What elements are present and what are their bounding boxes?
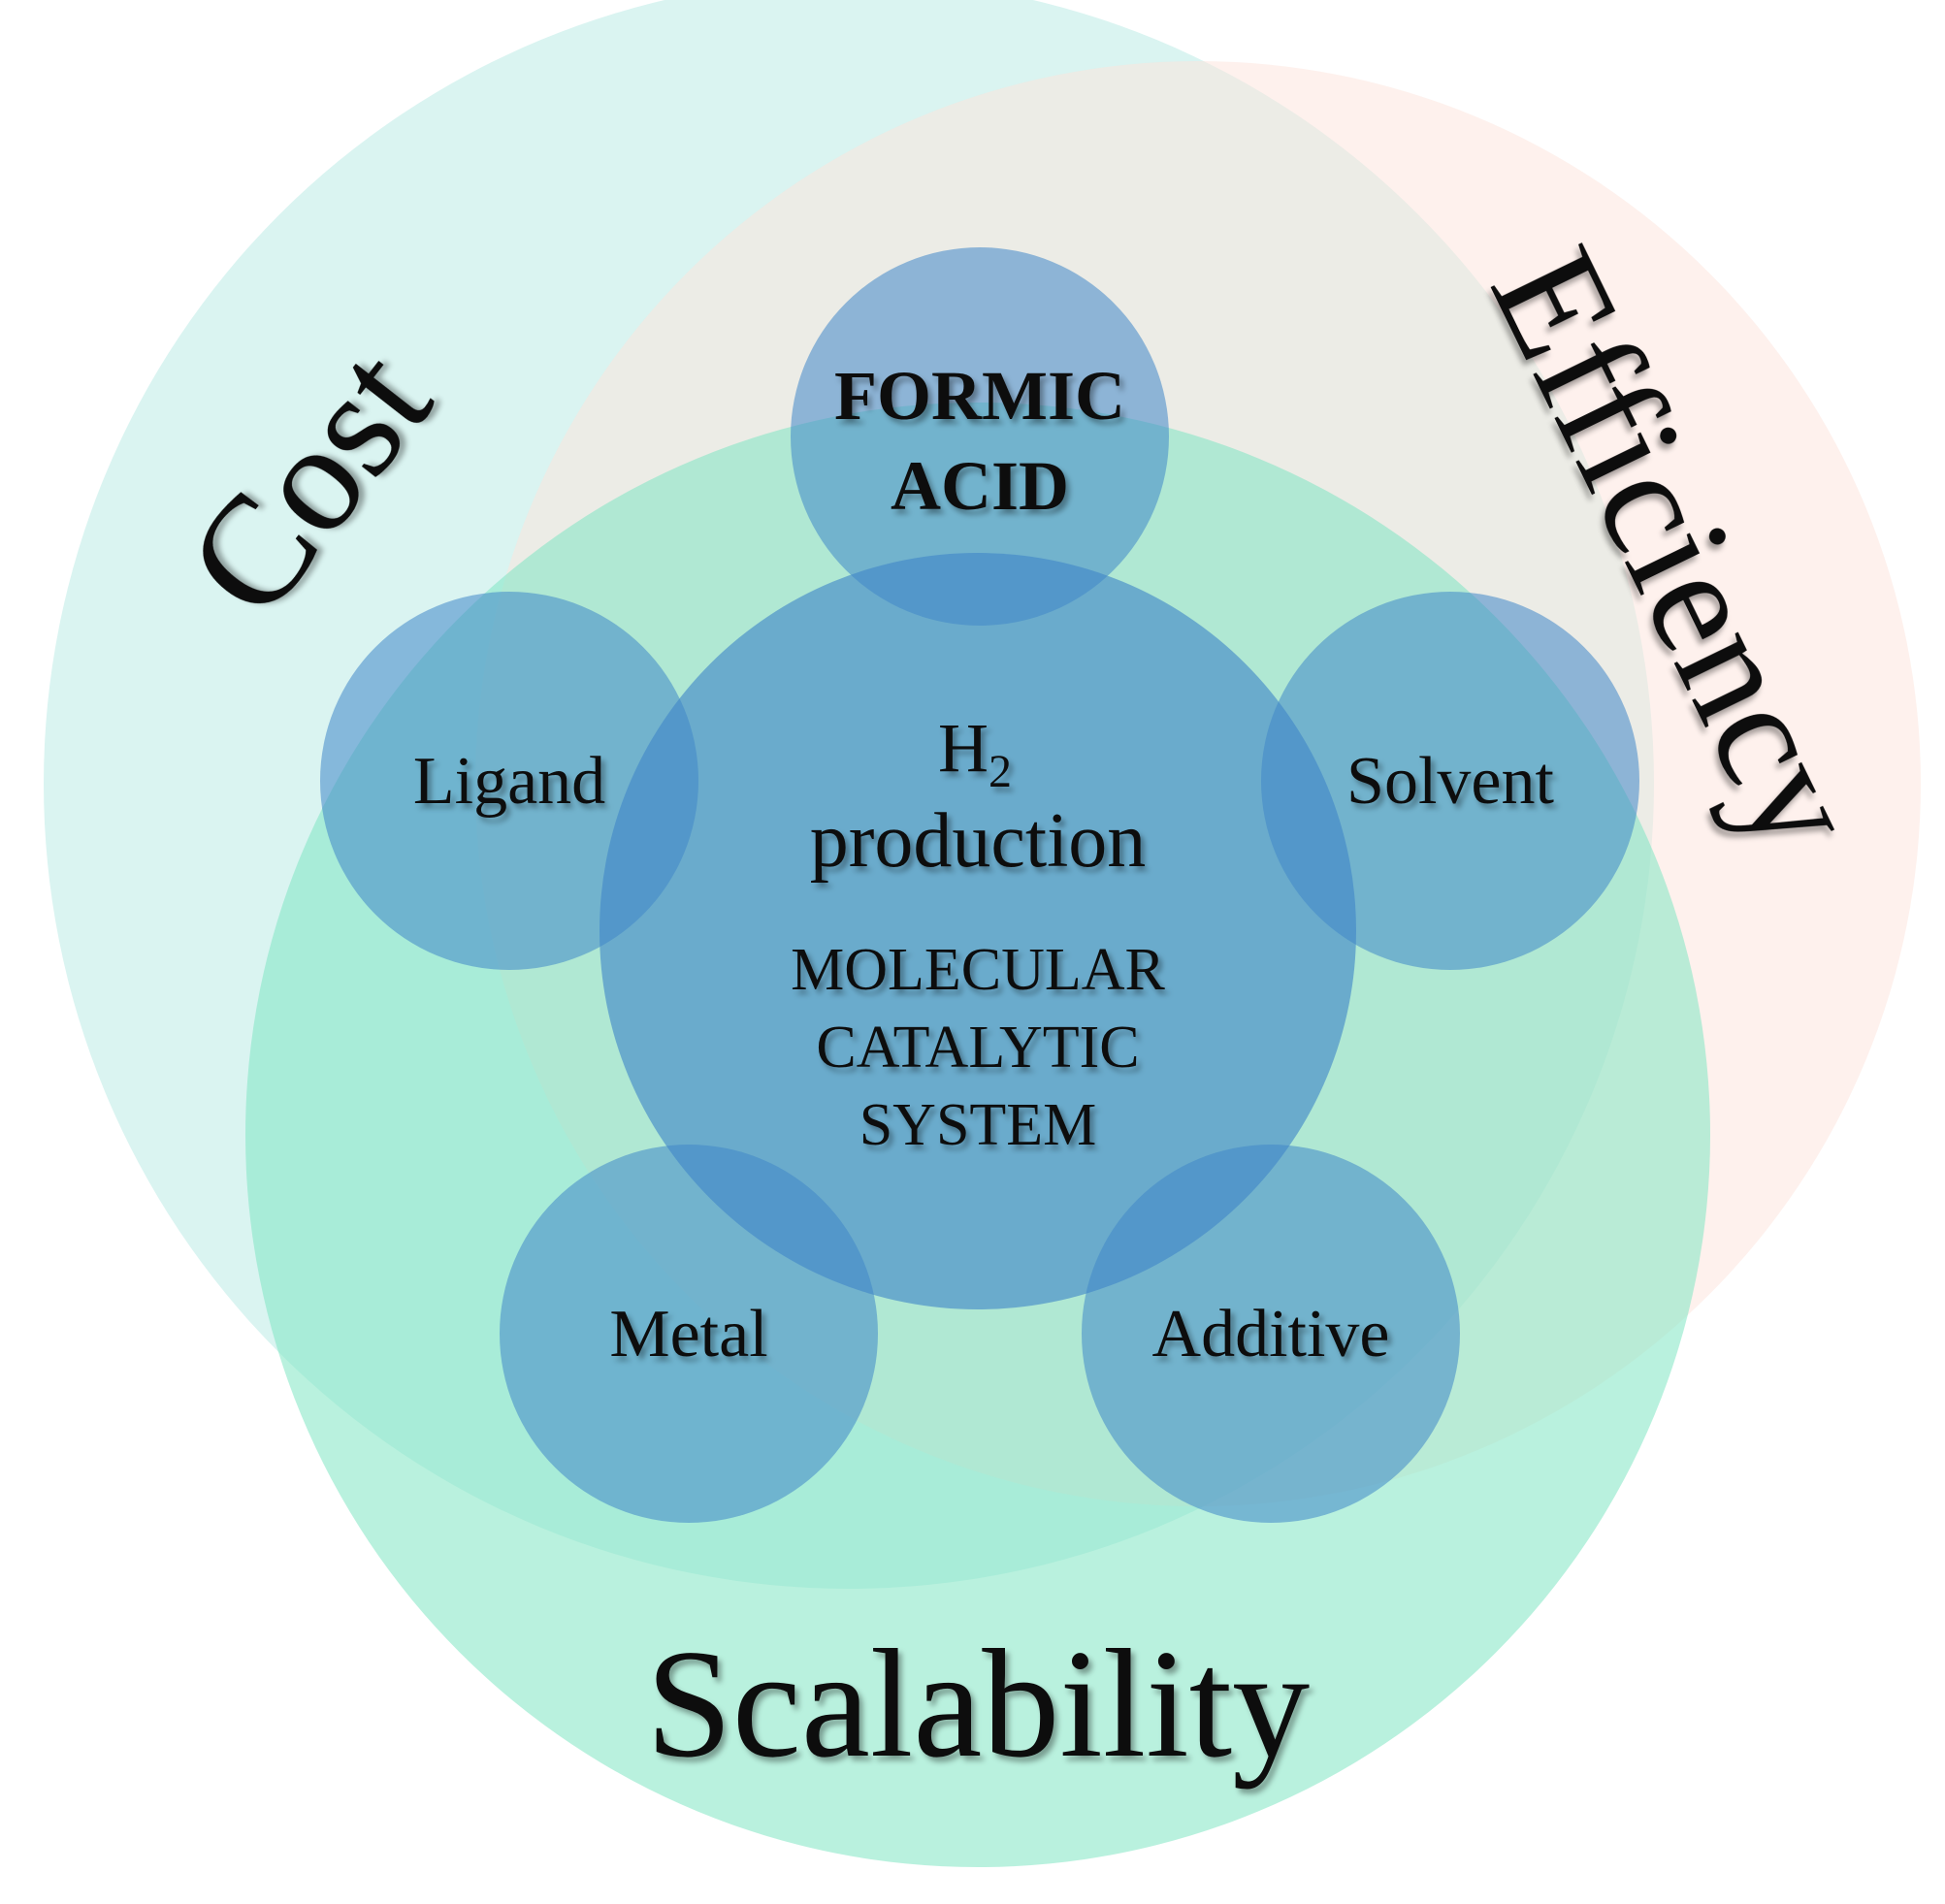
formic-acid-label-line1: FORMIC <box>834 357 1125 435</box>
h2-subscript: 2 <box>989 746 1012 797</box>
catalytic-label-line3: SYSTEM <box>859 1092 1097 1158</box>
additive-label: Additive <box>1152 1297 1390 1372</box>
solvent-circle <box>1261 592 1639 970</box>
production-label: production <box>810 798 1147 884</box>
catalytic-system-circle <box>600 553 1356 1309</box>
catalytic-label-line1: MOLECULAR <box>791 937 1165 1003</box>
catalytic-label-line2: CATALYTIC <box>816 1015 1139 1081</box>
metal-label: Metal <box>609 1297 767 1372</box>
formic-acid-circle <box>791 247 1169 626</box>
h2-h: H <box>938 709 989 787</box>
formic-acid-label-line2: ACID <box>891 447 1069 525</box>
ligand-label: Ligand <box>413 744 605 819</box>
additive-circle <box>1082 1145 1460 1523</box>
ligand-circle <box>320 592 698 970</box>
metal-circle <box>500 1145 878 1523</box>
solvent-label: Solvent <box>1346 744 1554 819</box>
scalability-label: Scalability <box>646 1617 1310 1790</box>
h2-label: H2 <box>938 709 1012 797</box>
